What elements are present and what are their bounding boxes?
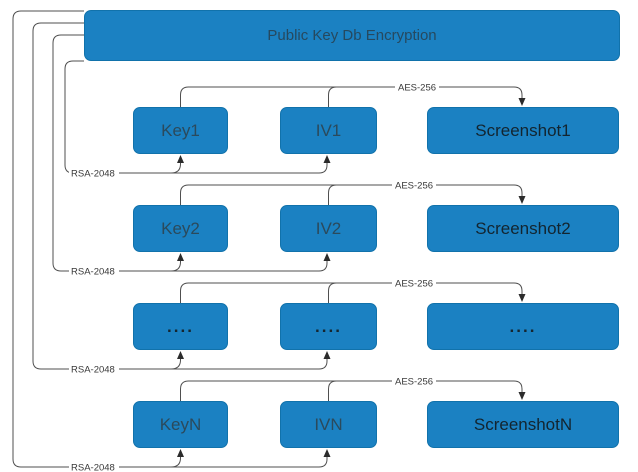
node-iv-ellipsis: .... [280,303,377,350]
node-public-key-db-encryption: Public Key Db Encryption [84,10,620,61]
aes-connector-row1: AES-256 [180,81,526,107]
arrowhead-down [518,392,526,400]
rsa-connector-row2: RSA-2048 [52,34,331,278]
arrowhead-up [323,351,331,359]
rsa-connector-row4: RSA-2048 [12,10,331,472]
node-screenshot1: Screenshot1 [427,107,619,154]
arrowhead-up [323,155,331,163]
arrowhead-down [518,196,526,204]
rsa-label-row3: RSA-2048 [71,365,115,376]
node-screenshotn: ScreenshotN [427,401,619,448]
rsa-label-row1: RSA-2048 [71,169,115,180]
aes-label-row2: AES-256 [395,181,433,192]
arrowhead-down [518,98,526,106]
node-key2: Key2 [133,205,228,252]
node-iv2: IV2 [280,205,377,252]
arrowhead-up [323,253,331,261]
arrowhead-down [518,294,526,302]
node-ivn: IVN [280,401,377,448]
aes-connector-row2: AES-256 [180,179,526,205]
node-key-ellipsis: .... [133,303,228,350]
aes-label-row3: AES-256 [395,279,433,290]
rsa-label-row2: RSA-2048 [71,267,115,278]
aes-connector-row4: AES-256 [180,375,526,401]
arrowhead-up [323,449,331,457]
arrowhead-up [177,253,184,261]
node-screenshot-ellipsis: .... [427,303,619,350]
arrowhead-up [177,351,184,359]
node-screenshot2: Screenshot2 [427,205,619,252]
node-keyn: KeyN [133,401,228,448]
rsa-label-row4: RSA-2048 [71,463,115,472]
arrowhead-up [177,155,184,163]
arrowhead-up [177,449,184,457]
aes-label-row4: AES-256 [395,377,433,388]
node-key1: Key1 [133,107,228,154]
aes-label-row1: AES-256 [398,83,436,94]
rsa-connector-row3: RSA-2048 [32,22,331,376]
rsa-connector-row1: RSA-2048 [64,60,331,180]
node-iv1: IV1 [280,107,377,154]
aes-connector-row3: AES-256 [180,277,526,303]
